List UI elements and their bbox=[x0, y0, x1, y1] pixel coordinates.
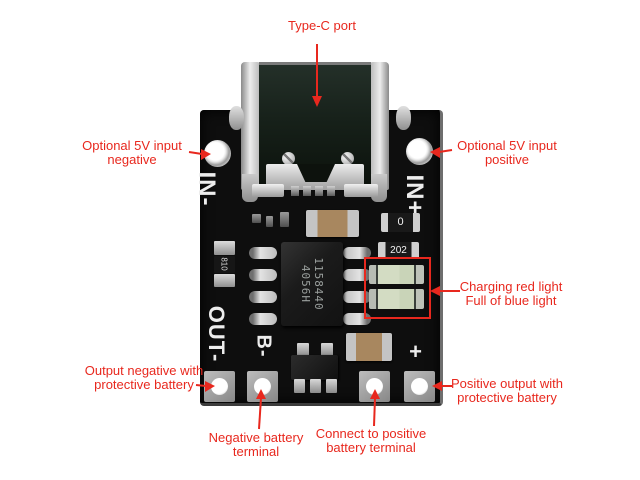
type-c-shell-left bbox=[241, 62, 261, 190]
smd-resistor-810-marking: 810 bbox=[219, 257, 229, 271]
battery-negative-pad bbox=[247, 371, 278, 402]
label-line: Connect to positive bbox=[315, 426, 427, 441]
ic-marking-line: 4056H bbox=[299, 264, 312, 304]
ic-lead bbox=[249, 269, 277, 281]
charger-ic-marking: 1158440 4056H bbox=[299, 257, 325, 310]
label-line: Type-C port bbox=[288, 18, 356, 33]
ic-lead bbox=[343, 247, 371, 259]
smd-capacitor bbox=[214, 241, 235, 255]
label-optional-5v-negative: Optional 5V input negative bbox=[67, 139, 197, 166]
ic-lead bbox=[249, 247, 277, 259]
label-positive-output: Positive output with protective battery bbox=[442, 377, 572, 404]
label-line: protective battery bbox=[457, 389, 557, 405]
out-positive-pad bbox=[404, 371, 435, 402]
ic-marking-line: 1158440 bbox=[312, 257, 325, 311]
screw-icon bbox=[282, 152, 295, 165]
protection-ic bbox=[291, 355, 338, 380]
silkscreen-out-minus: OUT- bbox=[204, 305, 229, 363]
label-line: negative bbox=[107, 151, 157, 167]
silkscreen-b-minus: B- bbox=[252, 334, 275, 358]
label-line: battery terminal bbox=[326, 439, 416, 455]
label-optional-5v-positive: Optional 5V input positive bbox=[442, 139, 572, 166]
silkscreen-in-minus: IN- bbox=[193, 171, 220, 207]
sot-lead bbox=[321, 343, 333, 356]
full-led bbox=[369, 289, 424, 309]
connector-solder-tab-left bbox=[252, 184, 284, 197]
label-connect-positive: Connect to positive battery terminal bbox=[306, 427, 436, 454]
label-line: Optional 5V input bbox=[82, 138, 182, 153]
input-negative-hole bbox=[204, 140, 231, 167]
connector-pin bbox=[303, 186, 311, 196]
charging-led bbox=[369, 265, 424, 284]
sot-lead bbox=[297, 343, 309, 356]
charger-ic bbox=[281, 242, 343, 326]
connector-pin bbox=[327, 186, 335, 196]
smd-resistor-202: 202 bbox=[378, 242, 419, 259]
label-line: Positive output with bbox=[450, 376, 563, 391]
label-output-negative: Output negative with protective battery bbox=[79, 364, 209, 391]
screw-icon bbox=[341, 152, 354, 165]
silkscreen-in-plus: IN+ bbox=[401, 174, 428, 216]
battery-positive-pad bbox=[359, 371, 390, 402]
smd-resistor-810: 810 bbox=[214, 256, 235, 273]
label-type-c-port: Type-C port bbox=[257, 19, 387, 33]
label-line: positive bbox=[484, 151, 530, 167]
connector-pin bbox=[315, 186, 323, 196]
label-line: Charging red light bbox=[459, 279, 563, 294]
label-line: Full of blue light bbox=[465, 292, 557, 308]
smd-part bbox=[252, 214, 261, 223]
sot-lead bbox=[294, 379, 305, 393]
connector-edge-tab-right bbox=[396, 106, 411, 130]
type-c-shell-right bbox=[369, 62, 389, 190]
label-negative-battery: Negative battery terminal bbox=[191, 431, 321, 458]
connector-edge-tab-left bbox=[229, 106, 244, 130]
smd-resistor-0: 0 bbox=[381, 213, 420, 232]
label-line: protective battery bbox=[94, 376, 194, 392]
connector-bracket-notch bbox=[297, 164, 335, 182]
input-capacitor bbox=[306, 210, 359, 237]
label-charging-light: Charging red light Full of blue light bbox=[446, 280, 576, 307]
label-line: terminal bbox=[232, 443, 280, 459]
silkscreen-plus: + bbox=[409, 339, 423, 364]
smd-part bbox=[266, 216, 273, 227]
smd-part bbox=[280, 212, 289, 227]
sot-lead bbox=[310, 379, 321, 393]
label-line: Optional 5V input bbox=[457, 138, 557, 153]
ic-lead bbox=[249, 313, 277, 325]
led-highlight-box bbox=[364, 257, 431, 319]
label-line: Negative battery bbox=[208, 430, 304, 445]
label-line: Output negative with bbox=[84, 363, 204, 378]
sot-lead bbox=[326, 379, 337, 393]
output-capacitor bbox=[346, 333, 392, 361]
input-positive-hole bbox=[406, 138, 433, 165]
connector-solder-tab-right bbox=[344, 184, 378, 197]
smd-capacitor bbox=[214, 274, 235, 287]
ic-lead bbox=[249, 291, 277, 303]
connector-pin bbox=[291, 186, 299, 196]
